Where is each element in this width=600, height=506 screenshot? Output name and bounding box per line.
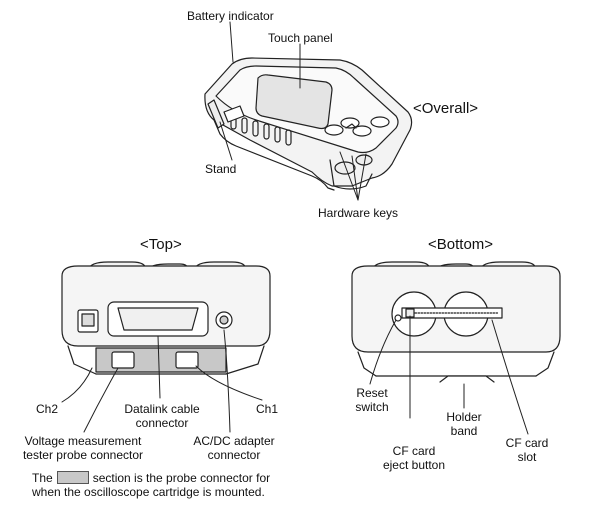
- label-voltage-line2: tester probe connector: [22, 448, 144, 462]
- header-bottom: <Bottom>: [428, 236, 494, 253]
- label-touch-panel: Touch panel: [268, 31, 333, 45]
- label-cf-eject-button: CF card eject button: [378, 444, 450, 472]
- label-acdc-line2: connector: [207, 448, 261, 462]
- label-holder-band: Holder band: [440, 410, 488, 438]
- label-cfeject-line1: CF card: [392, 444, 436, 458]
- note-line1: The section is the probe connector for: [32, 471, 270, 485]
- label-holder-line1: Holder: [446, 410, 482, 424]
- label-hardware-keys: Hardware keys: [318, 206, 399, 220]
- label-datalink-line2: connector: [135, 416, 189, 430]
- note-line1-before: The: [32, 471, 53, 485]
- header-top: <Top>: [140, 236, 182, 253]
- label-cfeject-line2: eject button: [382, 458, 446, 472]
- overall-device-illustration: [204, 57, 413, 191]
- probe-section-swatch: [56, 471, 89, 484]
- note-line1-after: section is the probe connector for: [92, 471, 271, 485]
- leader-lines: [61, 21, 529, 435]
- label-reset-line1: Reset: [356, 386, 388, 400]
- probe-section-note: The section is the probe connector for wh…: [32, 471, 270, 499]
- label-cfslot-line2: slot: [517, 450, 537, 464]
- label-battery-indicator: Battery indicator: [187, 9, 274, 23]
- header-overall: <Overall>: [413, 100, 479, 117]
- label-ch1: Ch1: [256, 402, 279, 416]
- label-stand: Stand: [205, 162, 237, 176]
- label-acdc-line1: AC/DC adapter: [193, 434, 275, 448]
- bottom-view-illustration: [351, 261, 561, 383]
- label-reset-line2: switch: [355, 400, 389, 414]
- top-view-illustration: [61, 261, 271, 375]
- label-holder-line2: band: [450, 424, 478, 438]
- label-voltage-line1: Voltage measurement: [24, 434, 142, 448]
- label-datalink-connector: Datalink cable connector: [118, 402, 206, 430]
- label-cfslot-line1: CF card: [505, 436, 549, 450]
- label-voltage-probe-connector: Voltage measurement tester probe connect…: [8, 434, 158, 462]
- label-cf-card-slot: CF card slot: [500, 436, 554, 464]
- note-line2: when the oscilloscope cartridge is mount…: [32, 485, 265, 499]
- label-reset-switch: Reset switch: [350, 386, 394, 414]
- label-ch2: Ch2: [36, 402, 59, 416]
- label-acdc-connector: AC/DC adapter connector: [184, 434, 284, 462]
- label-datalink-line1: Datalink cable: [124, 402, 200, 416]
